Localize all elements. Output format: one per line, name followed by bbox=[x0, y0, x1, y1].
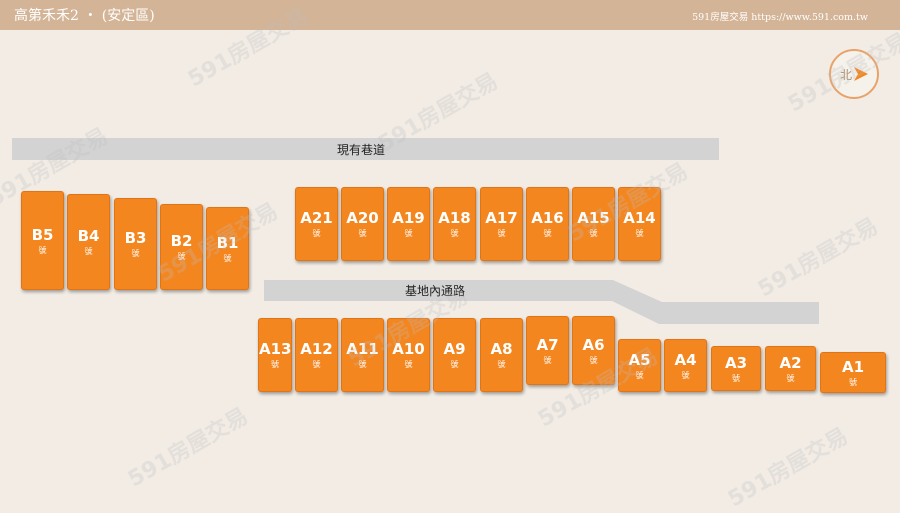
lot-suffix: 號 bbox=[635, 370, 644, 380]
lot-number: A15 bbox=[577, 209, 610, 227]
lot-number: A12 bbox=[300, 340, 333, 358]
lot-a16[interactable]: A16 號 bbox=[526, 187, 569, 261]
lot-a9[interactable]: A9 號 bbox=[433, 318, 476, 392]
existing-lane-label: 現有巷道 bbox=[337, 143, 386, 157]
lot-suffix: 號 bbox=[312, 360, 321, 369]
lot-suffix: 號 bbox=[38, 245, 47, 255]
lot-number: A3 bbox=[724, 353, 748, 372]
lot-a17[interactable]: A17 號 bbox=[480, 187, 523, 261]
lot-suffix: 號 bbox=[271, 360, 279, 369]
lot-number: B5 bbox=[31, 225, 54, 244]
lot-suffix: 號 bbox=[589, 355, 598, 365]
existing-lane-road bbox=[12, 138, 719, 160]
lot-number: A14 bbox=[623, 209, 656, 227]
lot-suffix: 號 bbox=[177, 252, 186, 261]
lot-number: A4 bbox=[674, 350, 697, 369]
lot-number: A1 bbox=[841, 357, 865, 376]
lot-suffix: 號 bbox=[543, 229, 552, 238]
lot-suffix: 號 bbox=[131, 249, 140, 258]
lot-suffix: 號 bbox=[84, 247, 93, 256]
lot-suffix: 號 bbox=[786, 373, 795, 383]
lot-suffix: 號 bbox=[358, 229, 367, 238]
lot-b2[interactable]: B2 號 bbox=[160, 204, 203, 290]
north-arrow-icon bbox=[854, 67, 868, 81]
lot-number: A9 bbox=[443, 340, 466, 358]
lot-suffix: 號 bbox=[404, 229, 413, 238]
compass-label: 北 bbox=[840, 68, 853, 82]
lot-suffix: 號 bbox=[450, 229, 459, 238]
lot-number: A18 bbox=[438, 209, 471, 227]
lot-suffix: 號 bbox=[450, 360, 459, 369]
lot-suffix: 號 bbox=[732, 373, 740, 383]
lot-number: A21 bbox=[300, 209, 333, 227]
internal-road-label: 基地內通路 bbox=[405, 284, 466, 298]
lot-suffix: 號 bbox=[497, 229, 506, 238]
lot-a18[interactable]: A18 號 bbox=[433, 187, 476, 261]
lot-number: B2 bbox=[170, 232, 193, 250]
header-bar: 高第禾禾2 ・ (安定區) 591房屋交易 https://www.591.co… bbox=[0, 0, 900, 30]
lot-number: A10 bbox=[392, 340, 425, 358]
lot-number: A2 bbox=[779, 353, 802, 372]
lot-a21[interactable]: A21 號 bbox=[295, 187, 338, 261]
lot-a12[interactable]: A12 號 bbox=[295, 318, 338, 392]
lot-number: A20 bbox=[346, 209, 379, 227]
lot-suffix: 號 bbox=[681, 370, 690, 380]
page-title: 高第禾禾2 ・ (安定區) bbox=[14, 8, 155, 24]
lot-suffix: 號 bbox=[404, 360, 413, 369]
lot-number: A11 bbox=[346, 340, 379, 358]
lot-a19[interactable]: A19 號 bbox=[387, 187, 430, 261]
lot-number: B3 bbox=[124, 229, 147, 247]
lot-suffix: 號 bbox=[589, 229, 598, 238]
lot-a11[interactable]: A11 號 bbox=[341, 318, 384, 392]
lot-suffix: 號 bbox=[849, 377, 857, 387]
lot-a15[interactable]: A15 號 bbox=[572, 187, 615, 261]
lot-a20[interactable]: A20 號 bbox=[341, 187, 384, 261]
lot-suffix: 號 bbox=[497, 360, 506, 369]
lot-number: A19 bbox=[392, 209, 425, 227]
compass: 北 bbox=[829, 49, 879, 99]
lot-number: B4 bbox=[77, 227, 100, 245]
lot-b3[interactable]: B3 號 bbox=[114, 198, 157, 290]
lot-a10[interactable]: A10 號 bbox=[387, 318, 430, 392]
lot-b4[interactable]: B4 號 bbox=[67, 194, 110, 290]
lot-number: A7 bbox=[536, 335, 559, 354]
lot-a14[interactable]: A14 號 bbox=[618, 187, 661, 261]
lot-suffix: 號 bbox=[543, 355, 552, 365]
lot-number: A17 bbox=[485, 209, 518, 227]
lot-number: A16 bbox=[531, 209, 564, 227]
site-credit: 591房屋交易 https://www.591.com.tw bbox=[692, 12, 868, 23]
lot-number: A13 bbox=[259, 340, 292, 358]
lot-number: A5 bbox=[628, 350, 651, 369]
lot-number: A6 bbox=[582, 335, 605, 354]
lot-suffix: 號 bbox=[635, 229, 644, 238]
lot-suffix: 號 bbox=[223, 253, 232, 263]
lot-a13[interactable]: A13 號 bbox=[258, 318, 292, 392]
lot-suffix: 號 bbox=[312, 229, 321, 238]
lot-number: A8 bbox=[490, 340, 513, 358]
lot-suffix: 號 bbox=[358, 360, 367, 369]
lot-a8[interactable]: A8 號 bbox=[480, 318, 523, 392]
lot-number: B1 bbox=[216, 233, 239, 252]
